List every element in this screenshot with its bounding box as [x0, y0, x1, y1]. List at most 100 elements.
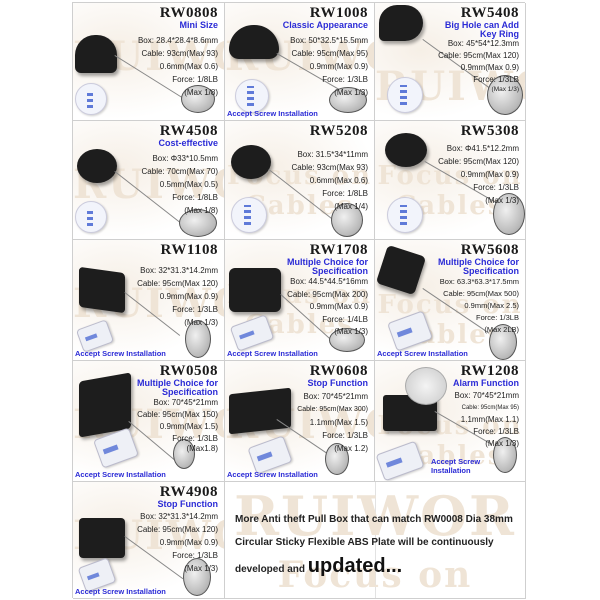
plate-image — [325, 443, 349, 475]
spec-box: Box: 32*31.3*14.2mm — [140, 512, 218, 521]
product-card-rw4908: RUIWOR RW4908 Stop Function Box: 32*31.3… — [73, 482, 225, 599]
pull-box-image — [385, 133, 427, 167]
spec-list: Box: Φ41.5*12.2mm Cable: 95cm(Max 120) 0… — [438, 142, 519, 207]
spec-wire: 0.9mm(Max 0.9) — [460, 63, 519, 72]
sticker-image — [235, 79, 269, 113]
plate-image — [493, 193, 525, 235]
model-number: RW0608 — [309, 363, 368, 379]
spec-force-max: (Max 1/3) — [334, 327, 368, 336]
spec-force: Force: 1/8LB — [172, 75, 218, 84]
product-card-rw5608: Focus on Cables RW5608 Multiple Choice f… — [375, 240, 526, 361]
product-card-rw0808: RUIWOR RW0808 Mini Size Box: 28.4*28.4*8… — [73, 3, 225, 121]
spec-cable: Cable: 95cm(Max 150) — [137, 410, 218, 419]
tagline: Alarm Function — [452, 378, 519, 388]
spec-wire: 0.9mm(Max 0.9) — [159, 292, 218, 301]
spec-force: Force: 1/3LB — [473, 183, 519, 192]
spec-list: Box: 70*45*21mm Cable: 95cm(Max 95) 1.1m… — [455, 390, 519, 450]
screw-installation-note: Accept Screw Installation — [75, 349, 166, 358]
spec-force-max: (Max 1/4) — [334, 202, 368, 211]
spec-force: Force: 1/3LB — [322, 75, 368, 84]
spec-cable: Cable: 95cm(Max 120) — [137, 279, 218, 288]
plate-image — [329, 87, 367, 113]
tagline: Classic Appearance — [282, 20, 368, 30]
model-number: RW5608 — [460, 242, 519, 258]
product-card-rw4508: RUIWOR RW4508 Cost-effective Box: Φ33*10… — [73, 121, 225, 240]
model-number: RW0808 — [159, 5, 218, 21]
spec-list: Box: 31.5*34*11mm Cable: 93cm(Max 93) 0.… — [292, 148, 368, 213]
sticker-image — [387, 310, 433, 352]
spec-force-max: (Max 1/3) — [485, 439, 519, 448]
spec-force: Force: 1/3LB — [322, 431, 368, 440]
product-card-rw1108: RUIWOR RW1108 Box: 32*31.3*14.2mm Cable:… — [73, 240, 225, 361]
footer-line-3-emphasis: updated... — [307, 555, 403, 577]
spec-force: Force: 1/3LB — [476, 313, 519, 322]
plate-image — [185, 320, 211, 358]
spec-cable: Cable: 95cm(Max 120) — [438, 51, 519, 60]
spec-force: Force: 1/3LB — [172, 434, 218, 443]
spec-force-max: (Max 1/8) — [184, 88, 218, 97]
footer-line-3-prefix: developed and — [235, 564, 308, 575]
sticker-image — [75, 319, 115, 353]
spec-box: Box: Φ41.5*12.2mm — [446, 144, 519, 153]
spec-list: Box: 28.4*28.4*8.6mm Cable: 93cm(Max 93)… — [138, 34, 218, 99]
spec-box: Box: 31.5*34*11mm — [297, 150, 368, 159]
sticker-image — [375, 440, 425, 481]
spec-force-max: (Max 1/3) — [184, 318, 218, 327]
spec-cable: Cable: 95cm(Max 120) — [137, 525, 218, 534]
model-number: RW4908 — [159, 484, 218, 500]
product-card-rw0508: RUIWOR RW0508 Multiple Choice for Specif… — [73, 361, 225, 482]
model-number: RW4508 — [159, 123, 218, 139]
spec-force-max: (Max 2LB) — [484, 325, 519, 334]
spec-cable: Cable: 93cm(Max 93) — [141, 49, 218, 58]
plate-image — [331, 203, 363, 237]
spec-wire: 0.9mm(Max 0.9) — [460, 170, 519, 179]
spec-box: Box: 45*54*12.3mm — [447, 39, 519, 48]
product-card-rw1708: Focus on Cables RW1708 Multiple Choice f… — [225, 240, 375, 361]
spec-box: Box: 63.3*63.3*17.5mm — [439, 277, 519, 286]
screw-installation-note: Accept Screw Installation — [75, 587, 166, 596]
spec-wire: 0.9mm(Max 0.9) — [309, 62, 368, 71]
spec-force: Force: 1/8LB — [322, 189, 368, 198]
tagline: Multiple Choice for Specification — [438, 257, 519, 276]
spec-box: Box: Φ33*10.5mm — [152, 154, 218, 163]
screw-installation-note: Accept Screw Installation — [431, 457, 481, 475]
tagline: Stop Function — [157, 499, 219, 509]
plate-image — [179, 209, 217, 237]
spec-cable: Cable: 93cm(Max 93) — [291, 163, 368, 172]
sticker-image — [229, 314, 275, 352]
tagline: Multiple Choice for Specification — [137, 378, 218, 397]
tagline: Stop Function — [307, 378, 369, 388]
plate-image — [183, 558, 211, 596]
footer-note-panel: RUIWOR Focus on Cables More Anti theft P… — [225, 482, 526, 599]
model-number: RW1108 — [160, 242, 218, 258]
sticker-image — [387, 197, 423, 233]
model-number: RW1208 — [460, 363, 519, 379]
model-number: RW5308 — [460, 123, 519, 139]
spec-force: Force: 1/4LB — [322, 314, 368, 324]
spec-cable: Cable: 95cm(Max 95) — [291, 49, 368, 58]
plate-image — [493, 437, 517, 473]
product-catalog-grid: RUIWOR RW0808 Mini Size Box: 28.4*28.4*8… — [72, 2, 526, 599]
spec-wire: 0.6mm(Max 0.6) — [159, 62, 218, 71]
spec-box: Box: 44.5*44.5*16mm — [290, 277, 368, 286]
plate-image — [173, 439, 195, 469]
sticker-image — [75, 201, 107, 233]
tagline: Mini Size — [179, 20, 218, 30]
product-card-rw5208: Focus on Cables RW5208 Box: 31.5*34*11mm… — [225, 121, 375, 240]
model-number: RW5208 — [309, 123, 368, 139]
panel-divider — [375, 482, 376, 598]
tagline: Multiple Choice for Specification — [287, 257, 368, 276]
spec-force-max: (Max 1/3) — [485, 196, 519, 205]
spec-list: Box: 45*54*12.3mm Cable: 95cm(Max 120) 0… — [438, 38, 519, 93]
pull-box-image — [77, 149, 117, 183]
pull-box-image — [231, 145, 271, 179]
model-number: RW1708 — [309, 242, 368, 258]
spec-box: Box: 70*45*21mm — [454, 391, 519, 400]
screw-installation-note: Accept Screw Installation — [75, 470, 166, 479]
spec-force-max: (Max 1/3) — [184, 564, 218, 573]
spec-box: Box: 70*45*21mm — [303, 392, 368, 401]
sticker-image — [75, 83, 107, 115]
pull-box-image — [229, 25, 279, 59]
spec-wire: 0.9mm(Max 0.9) — [159, 538, 218, 547]
pull-box-image — [375, 244, 427, 296]
